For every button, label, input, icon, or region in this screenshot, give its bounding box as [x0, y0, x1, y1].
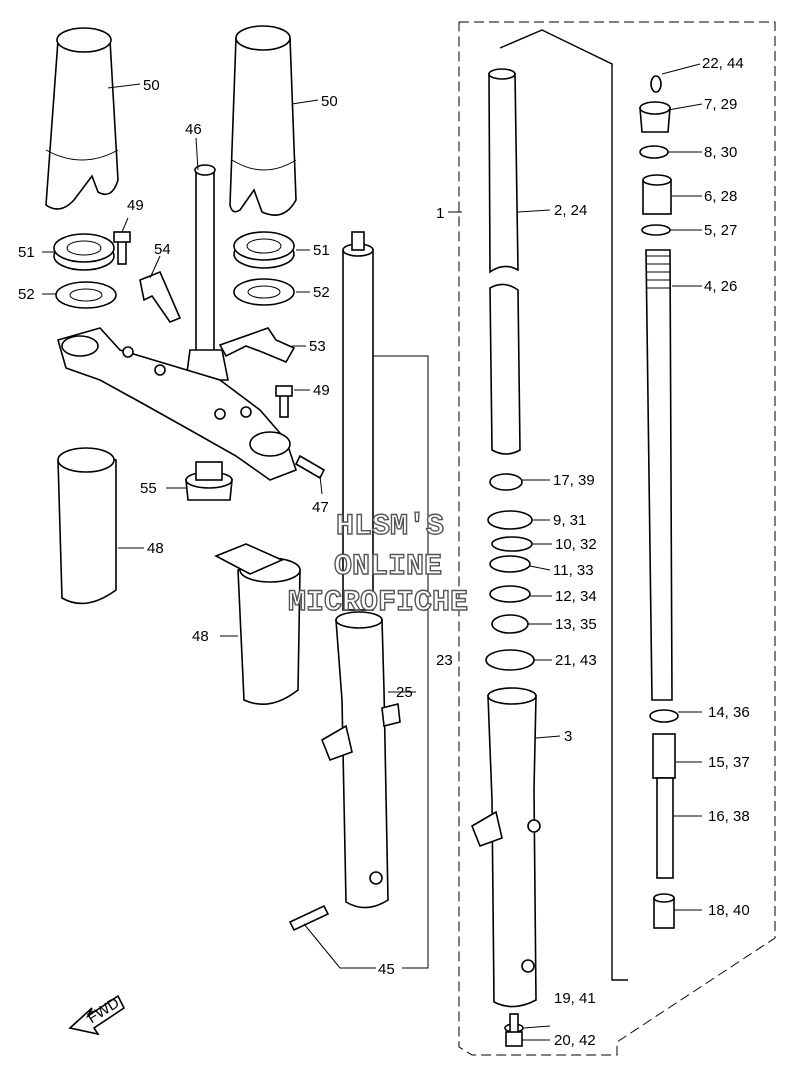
fork-cover-right — [229, 25, 297, 216]
callout-label: 20, 42 — [554, 1032, 596, 1049]
spacer — [642, 174, 672, 215]
callout-label: 5, 27 — [704, 222, 737, 239]
callout-label: 51 — [18, 244, 35, 261]
leader-lines — [42, 63, 703, 1041]
callout-label: 49 — [127, 197, 144, 214]
callout-label: 12, 34 — [555, 588, 597, 605]
callout-label: 15, 37 — [708, 754, 750, 771]
washer-left — [55, 281, 117, 309]
retainer-clip — [491, 536, 533, 552]
callout-label: 21, 43 — [555, 652, 597, 669]
callout-label: 7, 29 — [704, 96, 737, 113]
outer-tube — [471, 687, 541, 1008]
washer-right — [233, 278, 295, 306]
cable-clamp — [139, 270, 182, 323]
callout-label: 6, 28 — [704, 188, 737, 205]
inner-tube-lower — [489, 283, 521, 455]
callout-label: 25 — [396, 684, 413, 701]
callout-label: 10, 32 — [555, 536, 597, 553]
callout-label: 22, 44 — [702, 55, 744, 72]
callout-label: 11, 33 — [553, 562, 594, 579]
watermark-line: MICROFICHE — [288, 586, 468, 620]
watermark-line: ONLINE — [334, 550, 442, 584]
pinch-bolt — [294, 454, 326, 480]
callout-label: 55 — [140, 480, 157, 497]
washer — [489, 585, 531, 603]
callout-label: 48 — [147, 540, 164, 557]
callout-label: 23 — [436, 652, 453, 669]
assembly-boundary — [458, 21, 776, 1056]
callout-labels: 50 50 46 49 51 51 54 52 52 53 49 55 47 4… — [18, 55, 750, 1049]
callout-label: 50 — [321, 93, 338, 110]
slide-bushing — [491, 614, 529, 634]
fork-cover-left — [45, 27, 119, 210]
cap-bolt-oring — [650, 75, 662, 93]
callout-label: 46 — [185, 121, 202, 138]
callout-label: 45 — [378, 961, 395, 978]
callout-label: 19, 41 — [554, 990, 596, 1007]
gasket — [485, 649, 535, 671]
callout-label: 9, 31 — [553, 512, 586, 529]
cable-guide — [218, 327, 296, 364]
under-bracket — [57, 327, 298, 481]
inner-tube-upper — [488, 68, 519, 274]
callout-label: 13, 35 — [555, 616, 597, 633]
callout-label: 16, 38 — [708, 808, 750, 825]
damper-rod — [652, 733, 676, 879]
callout-label: 50 — [143, 77, 160, 94]
lower-cover-left — [57, 447, 117, 605]
guide-bushing — [489, 473, 523, 491]
forward-arrow: FWD — [68, 994, 126, 1036]
bolt-left — [113, 231, 131, 265]
fork-spring — [645, 249, 673, 701]
callout-label: 18, 40 — [708, 902, 750, 919]
dust-seal — [487, 510, 533, 530]
cap-bolt — [639, 101, 671, 133]
lower-cover-right — [214, 543, 301, 706]
callout-label: 54 — [154, 241, 171, 258]
stem-nut — [185, 461, 233, 501]
cover-seat-right — [233, 231, 295, 269]
cover-seat-left — [53, 233, 115, 271]
spring-seat — [641, 224, 671, 236]
callout-label: 1 — [436, 205, 444, 222]
oil-seal — [489, 555, 531, 573]
callout-label: 14, 36 — [708, 704, 750, 721]
callout-label: 52 — [313, 284, 330, 301]
callout-label: 47 — [312, 499, 329, 516]
callout-label: 17, 39 — [553, 472, 595, 489]
watermark: HLSM'S ONLINE MICROFICHE — [287, 509, 468, 620]
callout-label: 49 — [313, 382, 330, 399]
callout-label: 48 — [192, 628, 209, 645]
watermark-line: HLSM'S — [336, 510, 444, 544]
callout-label: 52 — [18, 286, 35, 303]
outer-tube-assembled — [321, 611, 401, 909]
bolt-right — [275, 385, 293, 418]
callout-label: 3 — [564, 728, 572, 745]
callout-label: 4, 26 — [704, 278, 737, 295]
damper-bolt — [505, 1013, 523, 1047]
oil-lock-piece — [653, 893, 675, 929]
inner-tube-assembled — [342, 231, 374, 611]
callout-label: 8, 30 — [704, 144, 737, 161]
callout-label: 2, 24 — [554, 202, 587, 219]
callout-label: 51 — [313, 242, 330, 259]
rebound-spring — [649, 709, 679, 723]
callout-label: 53 — [309, 338, 326, 355]
oring — [639, 145, 669, 159]
assembly-bracket — [499, 29, 628, 981]
axle-bolt — [288, 904, 330, 932]
